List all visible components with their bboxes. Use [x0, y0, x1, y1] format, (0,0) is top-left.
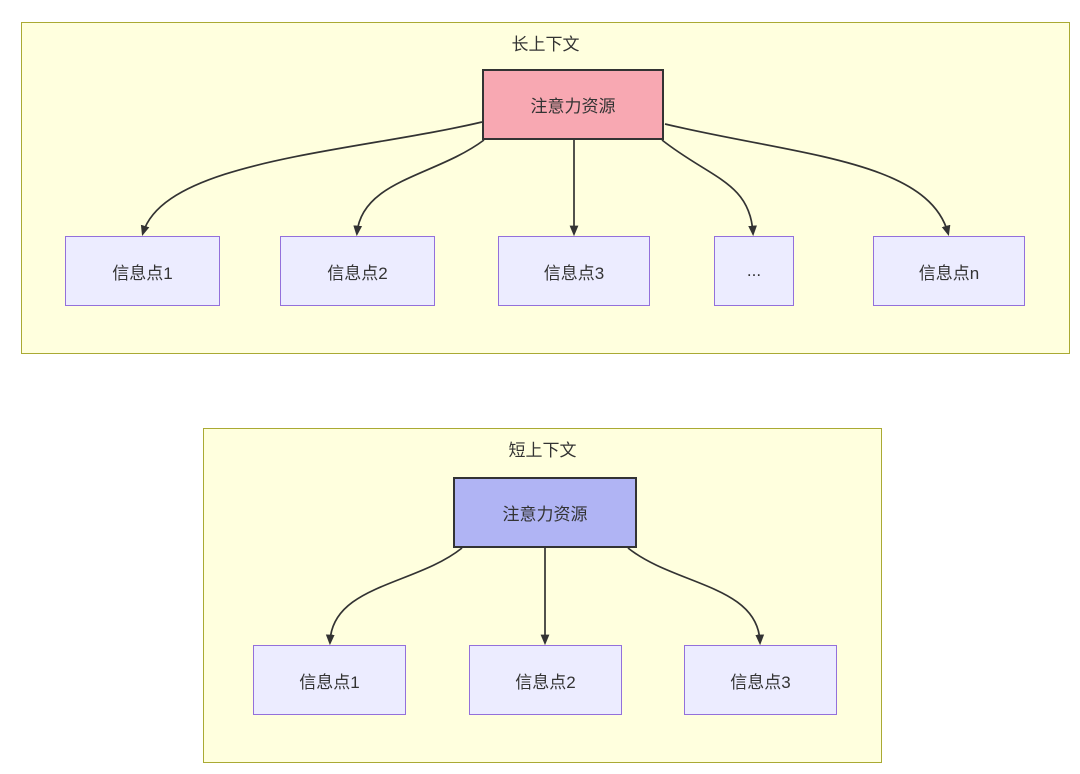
cluster-long-title: 长上下文 — [511, 35, 580, 54]
info-node-long-2: 信息点2 — [280, 236, 435, 306]
info-node-label: 信息点2 — [327, 263, 388, 283]
attention-resource-label: 注意力资源 — [502, 505, 588, 524]
info-node-short-3: 信息点3 — [684, 645, 837, 715]
info-node-label: 信息点n — [918, 263, 980, 283]
info-node-label: 信息点3 — [543, 263, 605, 283]
info-node-label: ... — [746, 261, 762, 280]
info-node-label: 信息点1 — [112, 263, 173, 283]
info-node-long-n: 信息点n — [873, 236, 1025, 306]
attention-resource-label: 注意力资源 — [530, 97, 616, 116]
attention-resource-node-long: 注意力资源 — [482, 69, 664, 140]
info-node-label: 信息点1 — [299, 672, 360, 692]
info-node-label: 信息点2 — [515, 672, 576, 692]
info-node-long-3: 信息点3 — [498, 236, 650, 306]
info-node-short-2: 信息点2 — [469, 645, 622, 715]
cluster-short-title: 短上下文 — [508, 441, 577, 460]
attention-resource-node-short: 注意力资源 — [453, 477, 637, 548]
info-node-short-1: 信息点1 — [253, 645, 406, 715]
info-node-label: 信息点3 — [730, 672, 791, 692]
info-node-long-ellipsis: ... — [714, 236, 794, 306]
info-node-long-1: 信息点1 — [65, 236, 220, 306]
